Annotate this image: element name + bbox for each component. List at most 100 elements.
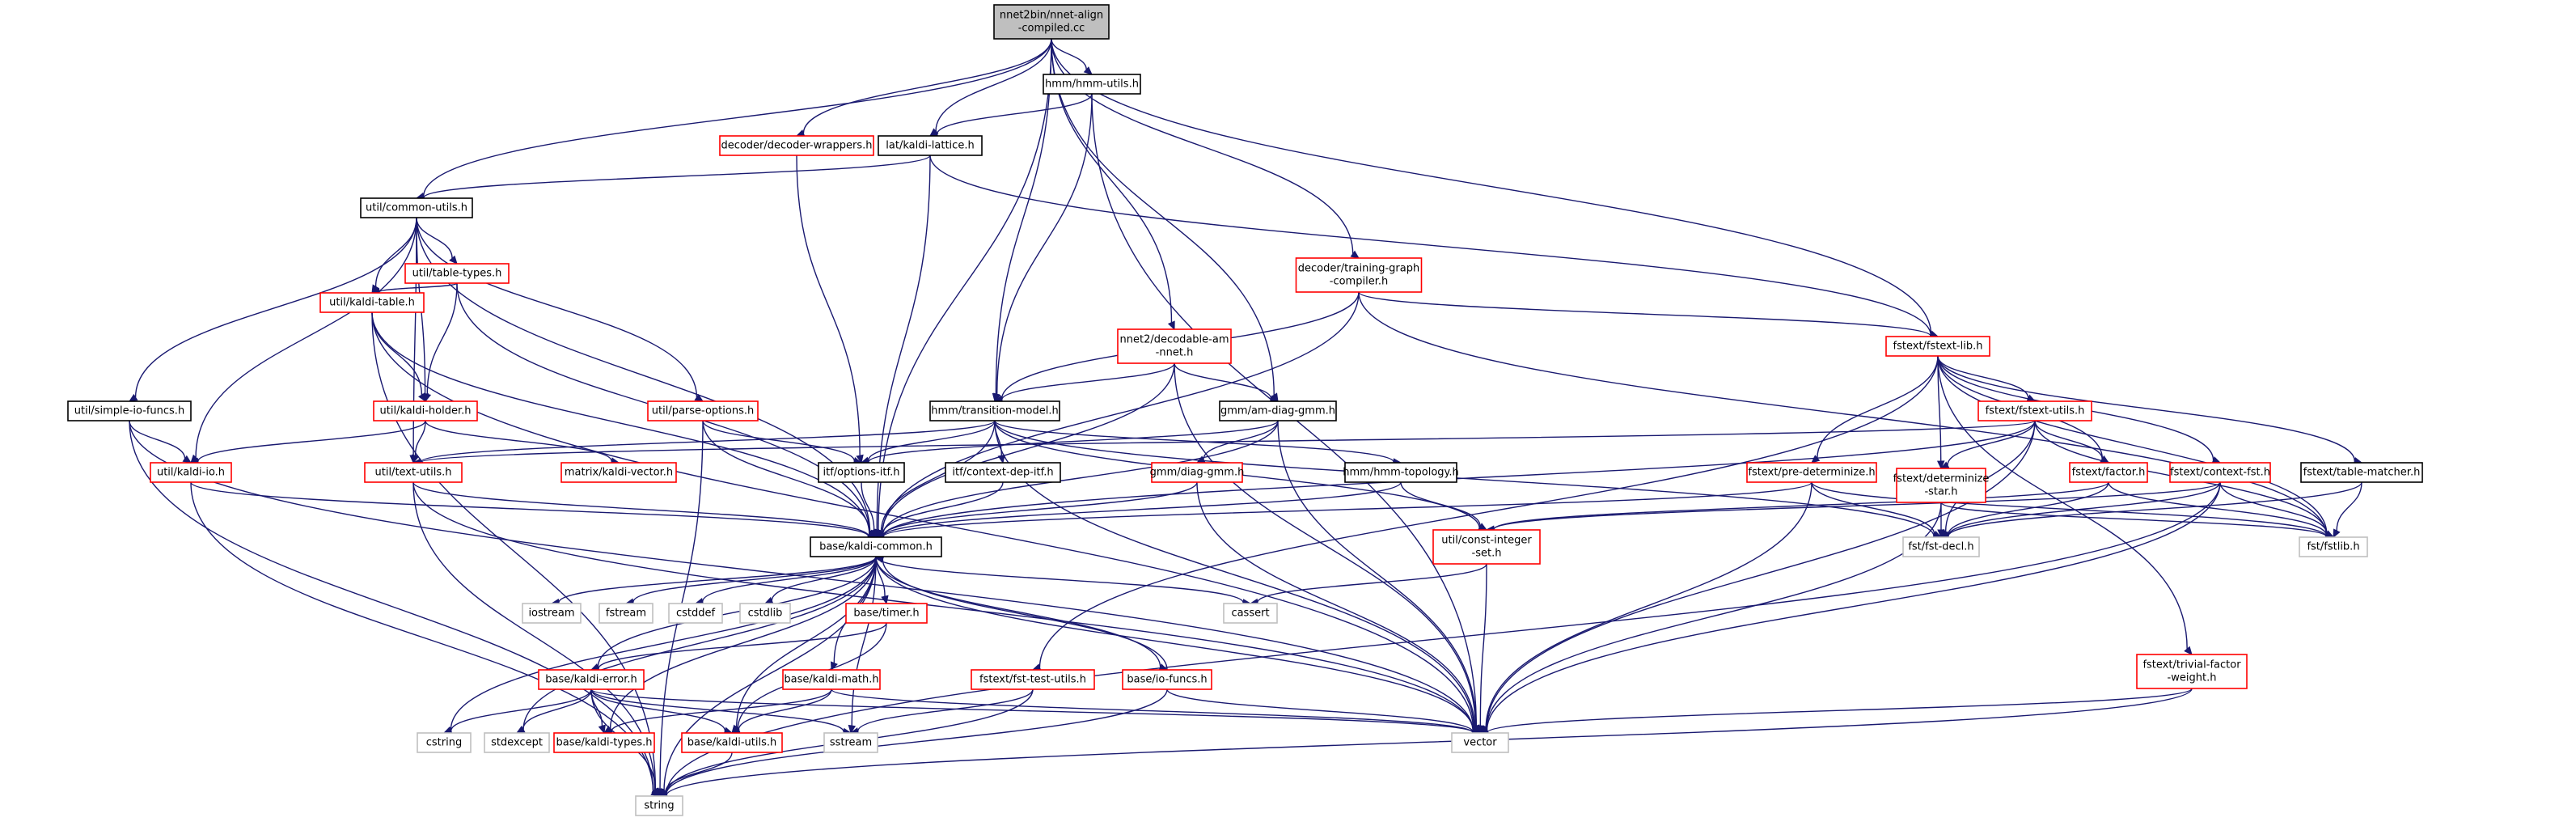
- node-label: base/kaldi-error.h: [545, 674, 637, 686]
- edge-line: [1811, 481, 1935, 535]
- node-box: [681, 732, 783, 753]
- node-kaldi-error[interactable]: base/kaldi-error.h: [538, 669, 645, 690]
- node-context-dep-itf[interactable]: itf/context-dep-itf.h: [945, 462, 1061, 483]
- edge-line: [423, 38, 1052, 197]
- node-context-fst[interactable]: fstext/context-fst.h: [2169, 462, 2271, 483]
- edge-arrowhead: [1083, 66, 1093, 75]
- edge-line: [995, 38, 1052, 395]
- node-cstdlib: cstdlib: [739, 603, 791, 624]
- node-kaldi-math[interactable]: base/kaldi-math.h: [782, 669, 881, 690]
- node-box: [971, 669, 1095, 690]
- node-const-integer-set[interactable]: util/const-integer-set.h: [1432, 529, 1541, 565]
- node-root[interactable]: nnet2bin/nnet-align-compiled.cc: [993, 4, 1110, 40]
- node-common-utils[interactable]: util/common-utils.h: [360, 197, 473, 218]
- node-kaldi-lattice[interactable]: lat/kaldi-lattice.h: [878, 135, 983, 156]
- node-hmm-utils[interactable]: hmm/hmm-utils.h: [1043, 74, 1141, 95]
- edge-line: [1479, 563, 1487, 726]
- node-timer[interactable]: base/timer.h: [845, 603, 928, 624]
- node-kaldi-types[interactable]: base/kaldi-types.h: [553, 732, 655, 753]
- edge-line: [831, 688, 1474, 734]
- edge-root-to-training_graph: [1051, 38, 1360, 259]
- edge-line: [875, 556, 1244, 604]
- node-kaldi-io[interactable]: util/kaldi-io.h: [150, 462, 232, 483]
- node-transition-model[interactable]: hmm/transition-model.h: [929, 400, 1060, 421]
- node-label: fstext/determinize: [1893, 473, 1990, 485]
- edge-kaldi_math-to-kaldi_utils: [730, 688, 832, 734]
- edge-line: [867, 420, 996, 461]
- edge-arrowhead: [1936, 460, 1945, 470]
- edge-arrowhead: [2184, 646, 2193, 655]
- node-box: [1977, 400, 2092, 421]
- node-pre-determinize[interactable]: fstext/pre-determinize.h: [1746, 462, 1877, 483]
- node-simple-io[interactable]: util/simple-io-funcs.h: [67, 400, 192, 421]
- node-determinize-star[interactable]: fstext/determinize-star.h: [1893, 468, 1990, 503]
- node-label: iostream: [528, 608, 574, 620]
- node-training-graph[interactable]: decoder/training-graph-compiler.h: [1295, 257, 1423, 293]
- node-kaldi-holder[interactable]: util/kaldi-holder.h: [373, 400, 478, 421]
- node-label: base/timer.h: [853, 608, 919, 620]
- node-label: fstext/table-matcher.h: [2303, 467, 2421, 479]
- node-box: [538, 669, 645, 690]
- edge-arrowhead: [598, 724, 606, 735]
- node-parse-options[interactable]: util/parse-options.h: [647, 400, 759, 421]
- edge-line: [1277, 420, 1477, 727]
- node-fst-test-utils[interactable]: fstext/fst-test-utils.h: [971, 669, 1095, 690]
- node-label: -nnet.h: [1156, 347, 1194, 359]
- node-label: util/parse-options.h: [652, 405, 754, 417]
- edge-line: [416, 217, 698, 398]
- node-decodable-am[interactable]: nnet2/decodable-am-nnet.h: [1117, 328, 1232, 364]
- edge-line: [590, 688, 1474, 734]
- node-box: [2300, 462, 2423, 483]
- node-options-itf[interactable]: itf/options-itf.h: [818, 462, 905, 483]
- node-table-matcher[interactable]: fstext/table-matcher.h: [2300, 462, 2423, 483]
- edge-line: [2336, 481, 2362, 531]
- edge-decodable_am-to-transition_model: [993, 362, 1175, 404]
- edge-fstext_lib-to-pre_determinize: [1811, 355, 1939, 464]
- edge-table_types-to-kaldi_holder: [423, 282, 458, 403]
- node-decoder-wrappers[interactable]: decoder/decoder-wrappers.h: [719, 135, 874, 156]
- node-cassert: cassert: [1223, 603, 1278, 624]
- node-box: [1344, 462, 1457, 483]
- edge-line: [598, 622, 887, 669]
- node-label: fstext/fstext-utils.h: [1986, 405, 2085, 417]
- node-diag-gmm[interactable]: gmm/diag-gmm.h: [1150, 462, 1245, 483]
- node-label: cstring: [426, 737, 462, 749]
- edge-pre_determinize-to-vector: [1479, 481, 1813, 734]
- edge-kaldi_common-to-cstring: [442, 556, 877, 734]
- edge-line: [937, 93, 1093, 134]
- edge-line: [611, 688, 832, 732]
- edge-line: [1257, 563, 1487, 603]
- node-kaldi-table[interactable]: util/kaldi-table.h: [319, 292, 425, 313]
- node-kaldi-utils[interactable]: base/kaldi-utils.h: [681, 732, 783, 753]
- edge-line: [929, 155, 1931, 336]
- edge-common_utils-to-text_utils: [409, 217, 417, 464]
- node-label: hmm/hmm-topology.h: [1343, 467, 1459, 479]
- edge-transition_model-to-context_dep_itf: [994, 420, 1005, 464]
- node-fst-decl: fst/fst-decl.h: [1902, 536, 1980, 557]
- node-table-types[interactable]: util/table-types.h: [404, 263, 510, 284]
- node-fstext-lib[interactable]: fstext/fstext-lib.h: [1885, 336, 1990, 357]
- node-label: util/table-types.h: [412, 268, 502, 280]
- edge-line: [1937, 355, 2355, 461]
- node-kaldi-common[interactable]: base/kaldi-common.h: [810, 536, 942, 557]
- edge-line: [597, 556, 877, 667]
- edge-root-to-kaldi_lattice: [929, 38, 1052, 137]
- edge-line: [632, 556, 877, 603]
- node-label: fstream: [606, 608, 646, 620]
- node-fstext-utils[interactable]: fstext/fstext-utils.h: [1977, 400, 2092, 421]
- node-text-utils[interactable]: util/text-utils.h: [364, 462, 463, 483]
- edge-line: [1811, 481, 2327, 537]
- node-hmm-topology[interactable]: hmm/hmm-topology.h: [1343, 462, 1459, 483]
- edge-determinize_star-to-vector: [1478, 502, 1942, 734]
- edge-kaldi_lattice-to-common_utils: [415, 155, 931, 201]
- node-trivial-factor[interactable]: fstext/trivial-factor-weight.h: [2136, 654, 2248, 689]
- node-io-funcs[interactable]: base/io-funcs.h: [1122, 669, 1212, 690]
- node-factor[interactable]: fstext/factor.h: [2069, 462, 2148, 483]
- node-am-diag-gmm[interactable]: gmm/am-diag-gmm.h: [1219, 400, 1337, 421]
- node-box: [810, 536, 942, 557]
- edge-kaldi_table-to-kaldi_holder: [371, 311, 426, 403]
- edge-table_matcher-to-fst_decl: [1939, 481, 2362, 540]
- edge-line: [420, 420, 2036, 464]
- node-sstream: sstream: [823, 732, 878, 753]
- node-kaldi-vector[interactable]: matrix/kaldi-vector.h: [560, 462, 677, 483]
